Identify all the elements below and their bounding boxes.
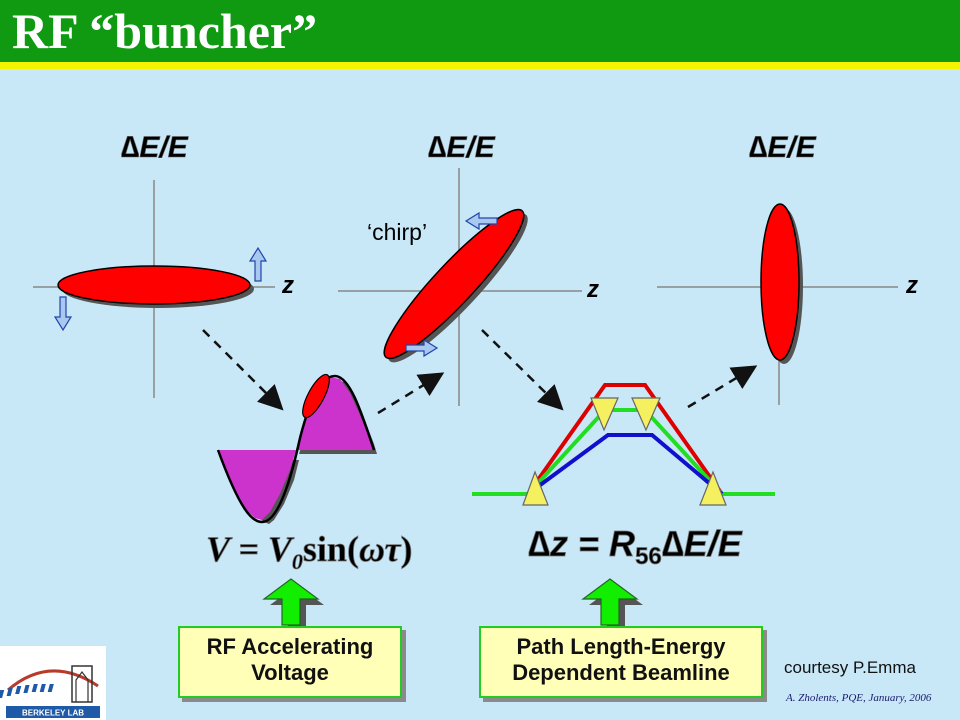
courtesy-credit: courtesy P.Emma [784, 658, 916, 677]
arrow-right-icon [405, 338, 439, 358]
rf-box-line1: RF Accelerating [206, 634, 374, 659]
phase-space-initial [33, 180, 275, 398]
dipole-magnet-1 [522, 470, 549, 506]
equation-path-length: ∆z = R56∆E/E [528, 523, 743, 570]
path-box-line1: Path Length-Energy [516, 634, 726, 659]
path-green [472, 408, 775, 496]
green-up-arrow-icon [581, 578, 643, 631]
chirp-label: ‘chirp’ [367, 219, 427, 245]
equation-rf-voltage: V = V0sin(ωτ) [206, 529, 412, 574]
title-underline [0, 62, 960, 69]
rf-sine-wave [216, 373, 377, 524]
phase-space-compressed [657, 203, 898, 405]
bunch-on-wave [302, 373, 330, 419]
dipole-magnet-3 [631, 397, 661, 432]
arrow-left-icon [464, 211, 498, 231]
logo-text: BERKELEY LAB [22, 709, 84, 718]
z-label-3: z [905, 272, 918, 299]
energy-label-2: ∆E/E [428, 131, 496, 164]
bunch-chirped [383, 208, 525, 360]
footer-citation: A. Zholents, PQE, January, 2006 [786, 692, 932, 704]
rf-accelerating-voltage-box: RF Accelerating Voltage [178, 626, 402, 698]
z-label-2: z [586, 276, 599, 303]
chicane-beamline [472, 383, 775, 506]
path-blue [526, 433, 724, 496]
bunch-flat [57, 265, 251, 305]
phase-space-chirped [338, 168, 582, 406]
flow-arrow-3 [481, 329, 564, 411]
arrow-up-icon [248, 246, 268, 282]
page-title: RF “buncher” [12, 3, 318, 59]
arrow-down-icon [53, 296, 73, 332]
energy-label-3: ∆E/E [749, 131, 817, 164]
berkeley-lab-logo: BERKELEY LAB [0, 646, 106, 720]
rf-box-line2: Voltage [251, 660, 329, 685]
title-bar [0, 0, 960, 62]
z-label-1: z [281, 272, 294, 299]
bunch-compressed [760, 203, 800, 361]
dipole-magnet-4 [699, 470, 727, 506]
dipole-magnet-2 [590, 397, 619, 432]
flow-arrow-1 [202, 329, 284, 411]
path-length-beamline-box: Path Length-Energy Dependent Beamline [479, 626, 763, 698]
flow-arrow-2 [377, 372, 445, 415]
energy-label-1: ∆E/E [121, 131, 189, 164]
flow-arrow-4 [687, 365, 758, 409]
green-up-arrow-icon [262, 578, 324, 631]
path-box-line2: Dependent Beamline [512, 660, 730, 685]
